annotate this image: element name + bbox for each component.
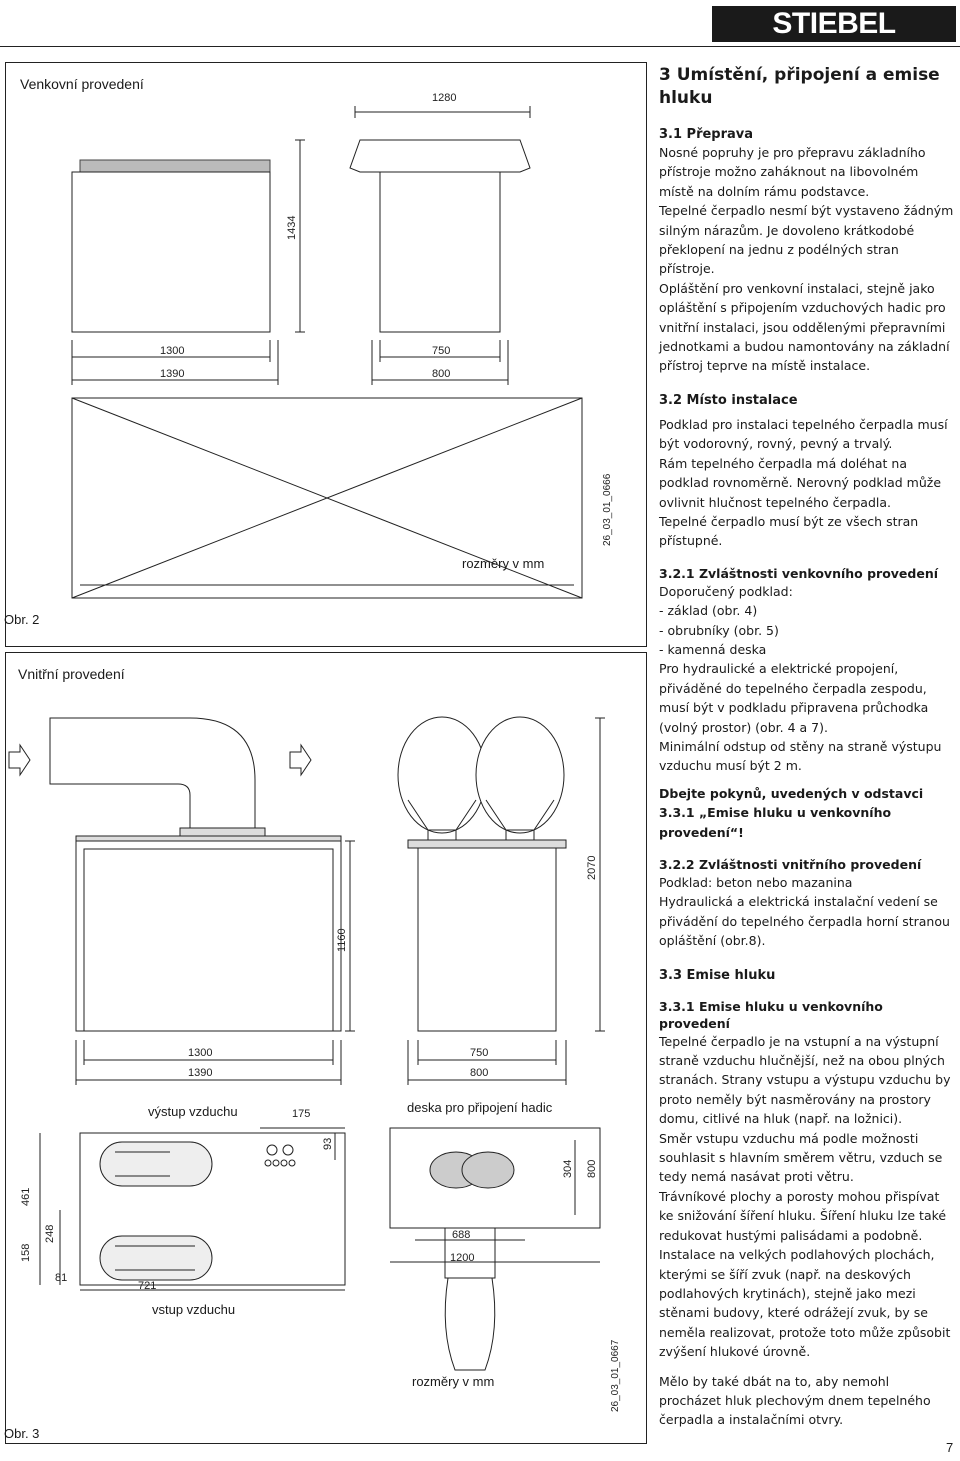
dim-688: 688 — [452, 1229, 471, 1241]
heading-3-2: 3.2 Místo instalace — [659, 392, 798, 408]
para-3-2-1-f: Minimální odstup od stěny na straně výst… — [659, 738, 942, 774]
heading-3-3: 3.3 Emise hluku — [659, 967, 776, 983]
dim-304: 304 — [562, 1159, 574, 1178]
dim-800-plan: 800 — [586, 1159, 598, 1178]
header-rule — [0, 46, 960, 47]
para-3-2-b: Rám tepelného čerpadla má doléhat na pod… — [659, 455, 942, 510]
figure-caption-2: Obr. 3 — [4, 1426, 40, 1441]
para-3-1-b: Tepelné čerpadlo nesmí být vystaveno žád… — [659, 203, 954, 277]
para-3-2-c: Tepelné čerpadlo musí být ze všech stran… — [659, 513, 919, 549]
para-3-2-2-b: Hydraulická a elektrická instalační vede… — [659, 894, 950, 949]
para-3-3-1-e: Mělo by také dbát na to, aby nemohl proc… — [659, 1373, 931, 1428]
dim-81: 81 — [55, 1272, 68, 1284]
heading-3-2-2: 3.2.2 Zvláštnosti vnitřního provedení — [659, 857, 922, 872]
figure-2-frame — [5, 62, 647, 647]
para-3-2-1-c: - obrubníky (obr. 5) — [659, 622, 779, 638]
para-3-2-1-a: Doporučený podklad: — [659, 583, 793, 599]
para-3-2-1-d: - kamenná deska — [659, 641, 767, 657]
dim-800: 800 — [432, 368, 451, 380]
para-3-2-1-e: Pro hydraulické a elektrické propojení, … — [659, 661, 929, 735]
dim-1160: 1160 — [336, 928, 348, 952]
figure-3-title: Vnitřní provedení — [18, 666, 125, 682]
dim-461: 461 — [20, 1187, 32, 1206]
figure-2-title: Venkovní provedení — [20, 76, 144, 92]
para-3-1-a: Nosné popruhy je pro přepravu základního… — [659, 145, 926, 199]
para-3-3-1-c: Trávníkové plochy a porosty mohou přispí… — [659, 1188, 947, 1243]
figure-code-2: 26_03_01_0667 — [610, 1339, 621, 1412]
dim-1390: 1390 — [160, 368, 185, 380]
figure-3-frame — [5, 652, 647, 1444]
plate-label: deska pro připojení hadic — [407, 1100, 553, 1115]
figure-2-drawing — [71, 106, 583, 599]
dim-1300-b: 1300 — [188, 1047, 213, 1059]
dim-2070: 2070 — [586, 855, 598, 880]
heading-3-3-1: 3.3.1 Emise hluku u venkovního provedení — [659, 998, 883, 1031]
dim-158: 158 — [20, 1243, 32, 1262]
dim-1390-b: 1390 — [188, 1067, 213, 1079]
para-3-1-c: Opláštění pro venkovní instalaci, stejně… — [659, 280, 950, 374]
outlet-label: výstup vzduchu — [148, 1104, 238, 1119]
dim-248: 248 — [44, 1224, 56, 1243]
dim-750: 750 — [432, 345, 451, 357]
figure-caption: Obr. 2 — [4, 612, 40, 627]
para-3-2-1-g: Dbejte pokynů, uvedených v odstavci 3.3.… — [659, 785, 924, 840]
dim-800-b: 800 — [470, 1067, 489, 1079]
para-3-2-1-b: - základ (obr. 4) — [659, 603, 758, 619]
units-note-2: rozměry v mm — [412, 1374, 495, 1389]
text-column: 3 Umístění, připojení a emise hluku 3.1 … — [659, 64, 955, 1430]
dim-175: 175 — [292, 1108, 311, 1120]
units-note: rozměry v mm — [462, 556, 545, 571]
inlet-label: vstup vzduchu — [152, 1302, 236, 1317]
dim-93: 93 — [322, 1137, 334, 1150]
dim-721: 721 — [138, 1280, 157, 1292]
para-3-2-2-a: Podklad: beton nebo mazanina — [659, 875, 853, 890]
heading-3-1: 3.1 Přeprava — [659, 127, 754, 142]
dim-1280: 1280 — [432, 92, 457, 104]
dim-1200: 1200 — [450, 1252, 475, 1264]
dim-1300: 1300 — [160, 345, 185, 357]
para-3-3-1-b: Směr vstupu vzduchu má podle možnosti so… — [659, 1130, 943, 1185]
figure-3-drawing — [8, 716, 605, 1371]
main-heading: 3 Umístění, připojení a emise hluku — [659, 65, 940, 108]
page-number: 7 — [946, 1440, 954, 1455]
heading-3-2-1: 3.2.1 Zvláštnosti venkovního provedení — [659, 565, 939, 581]
para-3-3-1-a: Tepelné čerpadlo je na vstupní a na výst… — [659, 1033, 951, 1127]
para-3-2-a: Podklad pro instalaci tepelného čerpadla… — [659, 416, 948, 452]
para-3-3-1-d: Instalace na velkých podlahových plochác… — [659, 1247, 951, 1360]
brand-logo: STIEBEL ELTRON — [712, 6, 956, 76]
dim-750-b: 750 — [470, 1047, 489, 1059]
